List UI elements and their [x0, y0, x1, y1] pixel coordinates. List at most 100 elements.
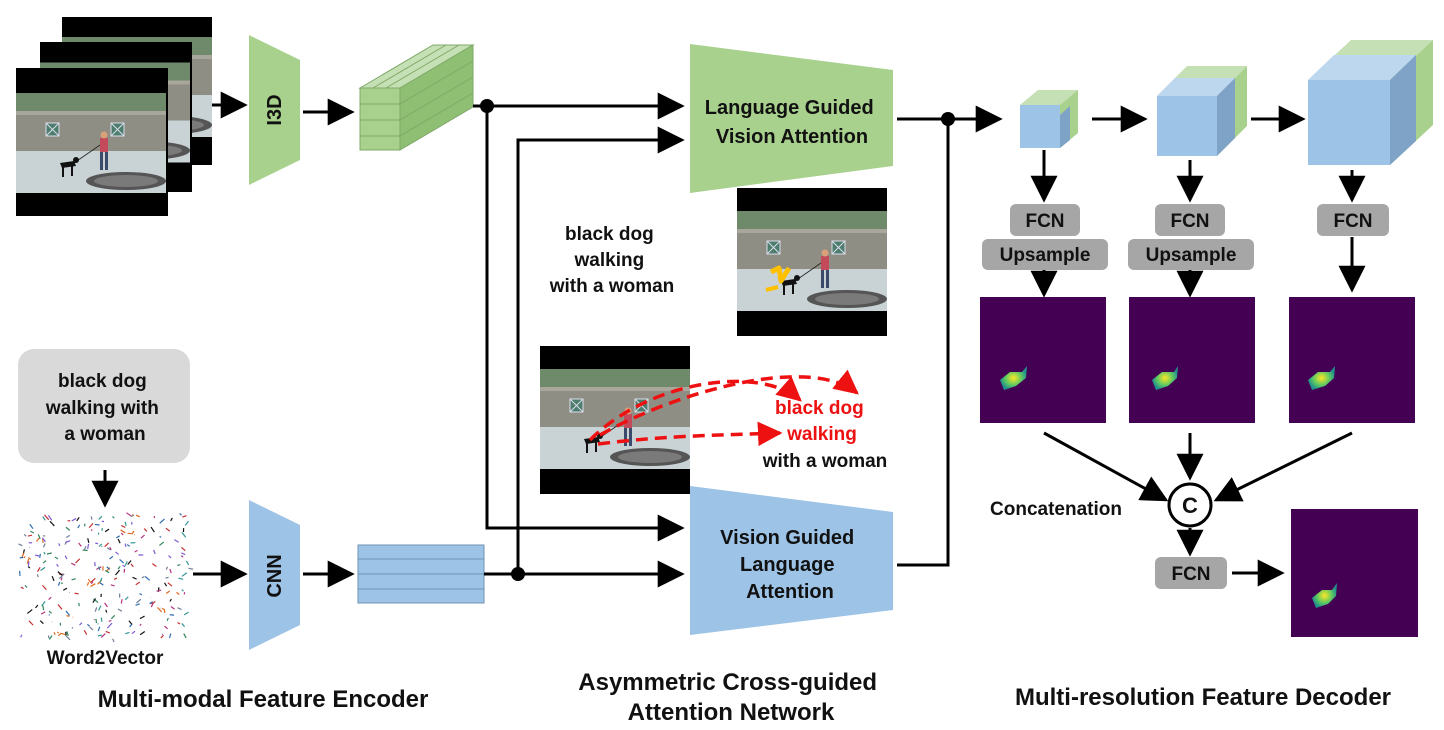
scatter-stroke — [90, 583, 96, 588]
scatter-stroke — [120, 532, 124, 536]
scatter-stroke — [95, 618, 98, 624]
scatter-stroke — [135, 603, 140, 606]
scatter-stroke — [125, 631, 130, 635]
scatter-stroke — [170, 606, 175, 610]
scatter-stroke — [135, 581, 141, 586]
scatter-stroke — [94, 607, 98, 612]
scatter-stroke — [106, 566, 111, 570]
scatter-stroke — [117, 538, 121, 544]
scatter-stroke — [65, 610, 71, 616]
scatter-stroke — [58, 573, 65, 580]
junction-dot — [941, 112, 955, 126]
feature-cube-medium — [1157, 66, 1247, 156]
scatter-stroke — [58, 543, 61, 547]
lgva-label: Language Guided Vision Attention — [705, 97, 879, 148]
scatter-stroke — [115, 551, 119, 555]
scatter-stroke — [42, 560, 47, 564]
scatter-stroke — [65, 526, 71, 531]
scatter-stroke — [160, 634, 164, 639]
scatter-stroke — [64, 634, 71, 641]
decoder-section-title: Multi-resolution Feature Decoder — [1015, 684, 1391, 711]
scatter-stroke — [21, 552, 25, 558]
scatter-stroke — [151, 563, 157, 568]
scatter-stroke — [153, 549, 156, 555]
scatter-stroke — [26, 609, 33, 614]
scatter-stroke — [48, 596, 52, 601]
scatter-stroke — [139, 623, 142, 626]
scatter-stroke — [71, 517, 77, 522]
scatter-stroke — [110, 584, 115, 587]
scatter-stroke — [49, 520, 55, 527]
attended-frame — [737, 188, 887, 336]
scatter-stroke — [71, 578, 76, 581]
language-feature-matrix — [357, 544, 485, 604]
scatter-stroke — [157, 607, 163, 613]
scatter-stroke — [124, 561, 128, 567]
scatter-stroke — [122, 564, 126, 568]
scatter-stroke — [42, 585, 47, 591]
scatter-stroke — [134, 549, 138, 553]
scatter-stroke — [100, 633, 106, 638]
scatter-stroke — [139, 592, 143, 596]
decoder-down-arrows — [1030, 150, 1366, 298]
scatter-stroke — [159, 541, 165, 546]
scatter-stroke — [90, 516, 93, 520]
upsample-label: Upsample — [1146, 245, 1237, 266]
scatter-stroke — [104, 602, 108, 608]
black-caption: with a woman — [762, 451, 888, 472]
scatter-stroke — [165, 527, 171, 532]
scatter-stroke — [37, 567, 41, 572]
scatter-stroke — [83, 545, 87, 551]
scatter-stroke — [112, 638, 115, 643]
fcn-label: FCN — [1333, 211, 1372, 232]
scatter-stroke — [71, 627, 74, 629]
scatter-stroke — [23, 556, 26, 559]
scatter-stroke — [108, 619, 112, 622]
scatter-stroke — [86, 582, 90, 586]
scatter-stroke — [126, 544, 131, 547]
scatter-stroke — [78, 542, 82, 547]
scatter-stroke — [74, 592, 79, 595]
scatter-stroke — [48, 610, 52, 614]
scatter-stroke — [104, 542, 110, 548]
attention-section-title: Asymmetric Cross-guided Attention Networ… — [578, 669, 883, 726]
scatter-stroke — [163, 608, 166, 614]
scatter-stroke — [30, 530, 35, 534]
scatter-stroke — [36, 574, 39, 578]
junction-dot — [511, 567, 525, 581]
scatter-stroke — [169, 598, 172, 602]
scatter-stroke — [53, 631, 56, 635]
scatter-stroke — [124, 543, 127, 547]
scatter-stroke — [57, 604, 63, 610]
scatter-stroke — [120, 599, 123, 604]
scatter-stroke — [115, 569, 121, 576]
scatter-stroke — [42, 543, 46, 548]
i3d-block — [249, 35, 300, 185]
scatter-stroke — [35, 537, 40, 542]
feature-cube-large — [1308, 40, 1433, 165]
concat-symbol: C — [1182, 493, 1198, 518]
scatter-stroke — [89, 626, 94, 631]
cnn-label: CNN — [264, 554, 286, 597]
scatter-stroke — [28, 620, 34, 626]
scatter-stroke — [77, 524, 81, 529]
scatter-stroke — [165, 590, 171, 594]
scatter-stroke — [63, 587, 68, 591]
scatter-stroke — [140, 534, 145, 539]
upsample-label: Upsample — [1000, 245, 1091, 266]
heatmap-output-2 — [1129, 297, 1255, 423]
scatter-stroke — [156, 589, 162, 592]
scatter-stroke — [166, 617, 169, 622]
scatter-stroke — [135, 514, 141, 518]
scatter-stroke — [57, 633, 62, 637]
scatter-stroke — [90, 577, 96, 583]
scatter-stroke — [106, 547, 112, 551]
scatter-stroke — [135, 598, 142, 604]
word2vec-scatter — [18, 512, 194, 643]
scatter-stroke — [90, 529, 93, 532]
scatter-stroke — [112, 516, 115, 519]
scatter-stroke — [76, 516, 80, 522]
concatenation-label: Concatenation — [990, 499, 1122, 520]
scatter-stroke — [115, 535, 121, 539]
scatter-stroke — [143, 528, 148, 532]
